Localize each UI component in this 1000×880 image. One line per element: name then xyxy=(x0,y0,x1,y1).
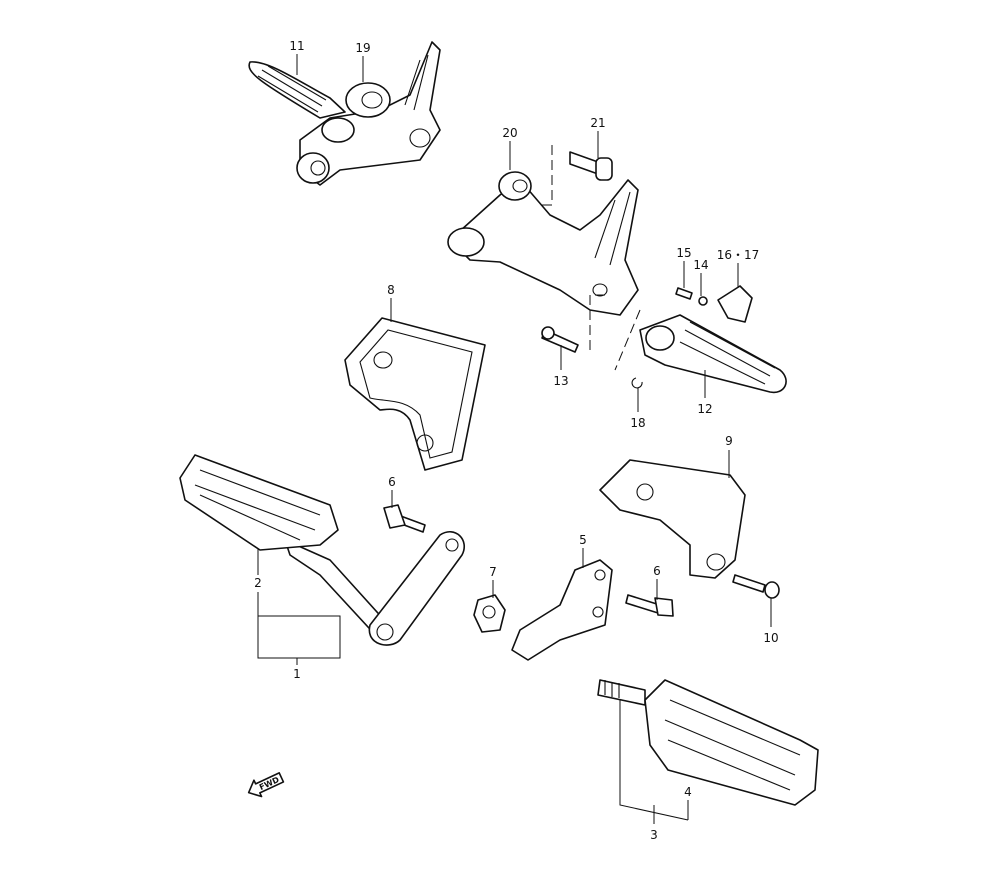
plate-5 xyxy=(511,559,613,661)
label-21: 21 xyxy=(590,116,605,130)
forward-direction-arrow-icon: FWD xyxy=(247,772,285,798)
label-4: 4 xyxy=(684,785,692,799)
label-14: 14 xyxy=(693,258,708,272)
heel-guard-8 xyxy=(344,317,486,471)
label-13: 13 xyxy=(553,374,568,388)
label-5: 5 xyxy=(579,533,587,547)
label-19: 19 xyxy=(355,41,370,55)
screw-10 xyxy=(732,574,780,599)
front-right-footrest xyxy=(597,679,819,806)
clip-18 xyxy=(631,377,643,389)
heel-guard-9 xyxy=(599,459,746,579)
pin-13 xyxy=(541,326,579,353)
label-15: 15 xyxy=(676,246,691,260)
label-7: 7 xyxy=(489,565,497,579)
label-11: 11 xyxy=(289,39,304,53)
label-2: 2 xyxy=(254,576,262,590)
ball-14 xyxy=(698,296,708,306)
label-12: 12 xyxy=(697,402,712,416)
rear-right-bracket xyxy=(447,171,639,316)
rear-left-bracket-assembly xyxy=(248,41,441,186)
label-20: 20 xyxy=(502,126,517,140)
rear-right-peg xyxy=(639,314,787,394)
plate-16-17 xyxy=(717,285,753,323)
bolt-6b xyxy=(625,594,674,617)
bolt-21 xyxy=(569,151,613,181)
leader-13-dash xyxy=(589,294,610,350)
label-16-17: 16・17 xyxy=(717,248,760,262)
label-3: 3 xyxy=(650,828,658,842)
label-10: 10 xyxy=(763,631,778,645)
leader-lines xyxy=(257,54,772,824)
bolt-6a xyxy=(383,504,426,533)
spring-15 xyxy=(675,287,693,300)
label-1: 1 xyxy=(293,667,301,681)
nut-7 xyxy=(473,594,506,633)
label-6a: 6 xyxy=(388,475,396,489)
label-6b: 6 xyxy=(653,564,661,578)
label-9: 9 xyxy=(725,434,733,448)
label-18: 18 xyxy=(630,416,645,430)
fwd-label: FWD xyxy=(258,775,281,792)
label-8: 8 xyxy=(387,283,395,297)
front-left-footrest xyxy=(179,454,465,646)
leader-21 xyxy=(540,145,553,206)
